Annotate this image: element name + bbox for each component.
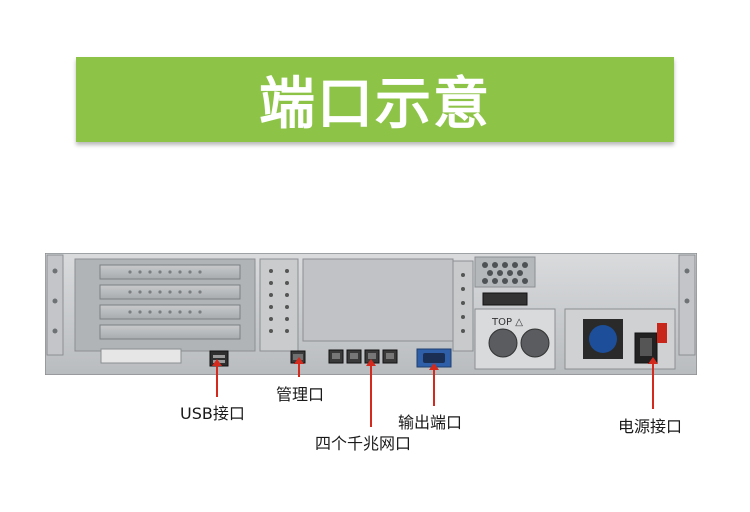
management-callout-line: [298, 362, 300, 377]
gigabit-label: 四个千兆网口: [315, 434, 412, 453]
gigabit-callout-line: [370, 364, 372, 427]
management-callout-arrow: [294, 357, 304, 364]
management-label: 管理口: [276, 385, 325, 404]
usb-label: USB接口: [180, 404, 245, 423]
page-title: 端口示意: [259, 72, 491, 137]
power-label: 电源接口: [618, 417, 683, 436]
usb-callout-arrow: [212, 359, 222, 366]
power-callout-line: [652, 362, 654, 409]
output-label: 输出端口: [398, 413, 463, 432]
power-supply: [583, 319, 667, 364]
title-banner: 端口示意: [76, 57, 674, 142]
output-callout-arrow: [429, 363, 439, 370]
power-callout-arrow: [648, 357, 658, 364]
vga-output-port: [416, 348, 452, 368]
pcie-slot-covers: [99, 264, 241, 340]
usb-callout-line: [216, 364, 218, 397]
output-callout-line: [433, 368, 435, 406]
server-rear-illustration: TOP △: [45, 253, 697, 375]
gigabit-callout-arrow: [366, 359, 376, 366]
vent-grille: [474, 256, 536, 306]
top-marker-text: TOP △: [491, 317, 523, 328]
